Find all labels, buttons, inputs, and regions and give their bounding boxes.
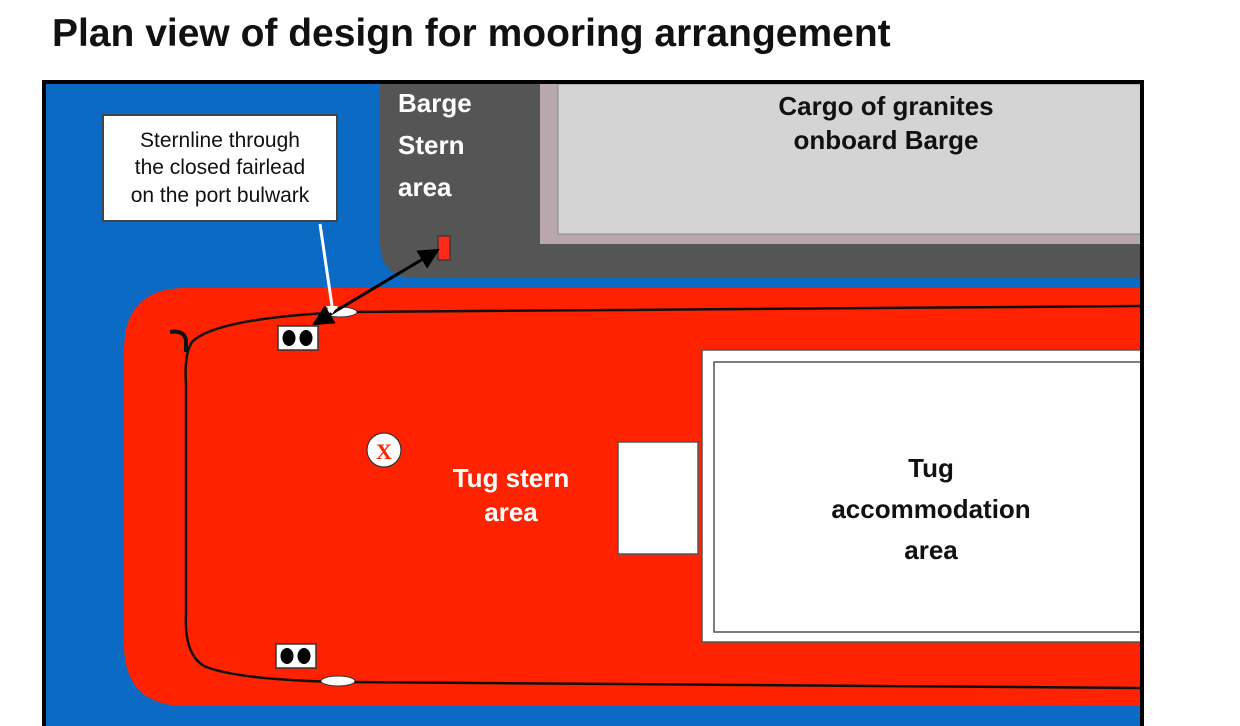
tug-accommodation-label-line: area	[904, 535, 958, 566]
sternline-callout: Sternline through the closed fairlead on…	[102, 114, 338, 222]
cross-marker-text: X	[376, 439, 392, 464]
accommodation-inner	[713, 361, 1140, 633]
callout-line: Sternline through	[140, 129, 300, 153]
barge-stern-label: Barge Stern area	[398, 84, 518, 208]
barge-bollard-marker	[437, 235, 451, 261]
mooring-bitt-icon	[275, 643, 317, 669]
tug-stern-label: Tug stern area	[416, 462, 606, 530]
barge-stern-label-line: area	[398, 172, 452, 203]
deck-box	[617, 441, 699, 555]
cross-marker-icon: X	[366, 432, 402, 468]
barge-stern-label-line: Barge	[398, 88, 472, 118]
tug-stern-label-line: area	[484, 496, 538, 527]
barge-stern-label-line: Stern	[398, 130, 465, 161]
fairlead-icon	[320, 675, 356, 687]
tug-accommodation-label-line: accommodation	[831, 494, 1031, 525]
stern-hook-fitting	[169, 329, 188, 352]
mooring-plan-diagram: X Barge Stern area Cargo of granites onb…	[42, 80, 1144, 726]
plan-view-svg: X	[46, 84, 1140, 726]
callout-line: the closed fairlead	[134, 156, 306, 180]
tug-bulwark-line	[184, 304, 1140, 690]
tug-accommodation-label-line: Tug	[908, 453, 954, 483]
callout-pointer-head	[326, 306, 338, 314]
sternline-double-arrow	[312, 248, 440, 326]
mooring-bitt-icon	[277, 325, 319, 351]
cargo-label-line: onboard Barge	[793, 124, 979, 155]
callout-pointer	[318, 223, 334, 307]
page-title: Plan view of design for mooring arrangem…	[52, 12, 891, 55]
cargo-label-line: Cargo of granites	[778, 91, 994, 121]
cargo-label: Cargo of granites onboard Barge	[686, 90, 1086, 158]
callout-line: on the port bulwark	[130, 183, 310, 207]
cargo-hold	[557, 84, 1140, 235]
tug-stern-label-line: Tug stern	[452, 463, 570, 493]
tug-accommodation-label: Tug accommodation area	[781, 448, 1081, 571]
